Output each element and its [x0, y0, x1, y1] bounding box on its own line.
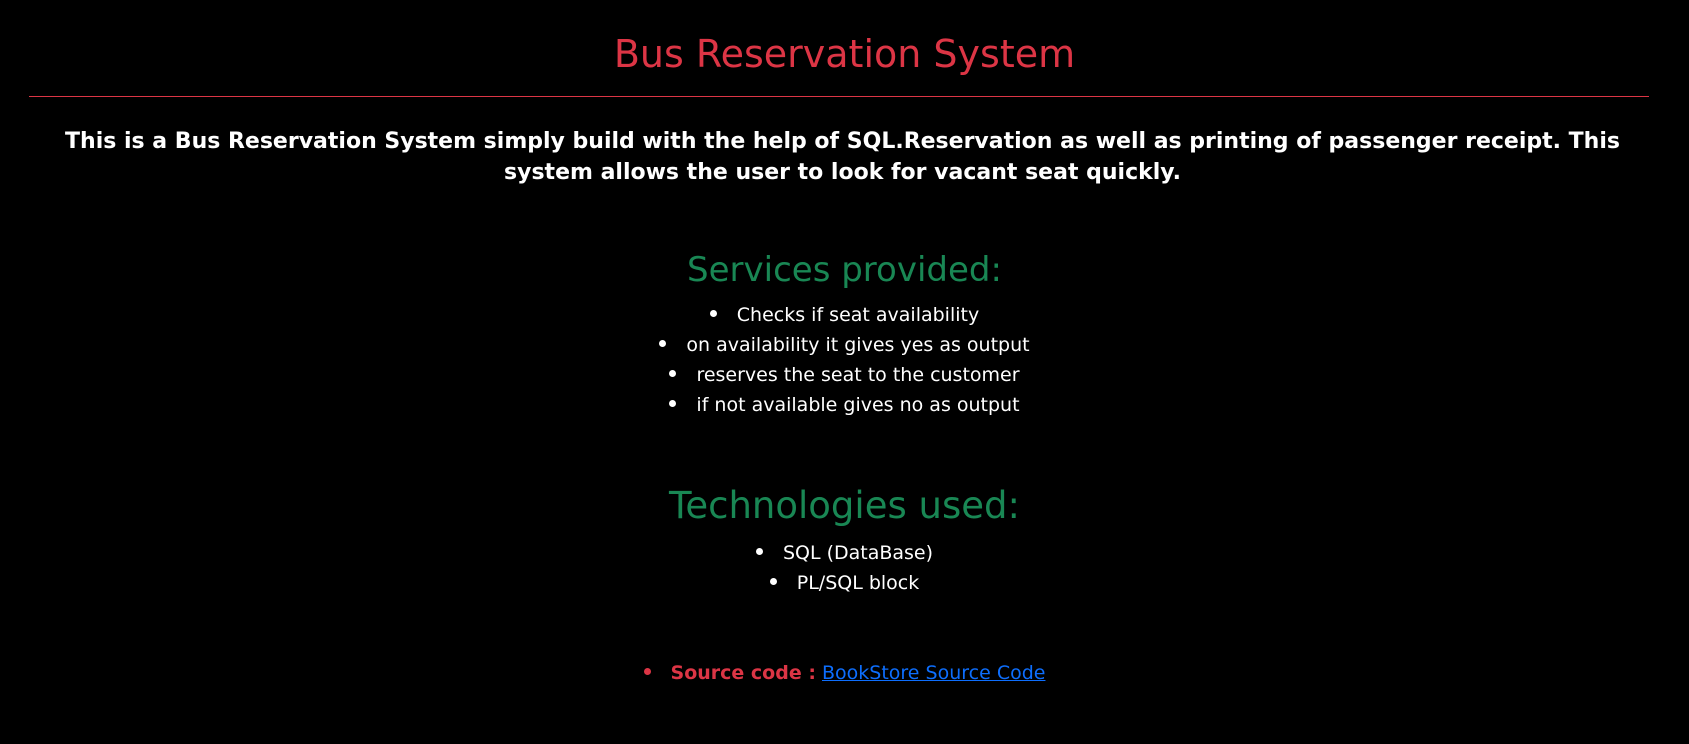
list-item-label: if not available gives no as output — [696, 394, 1020, 416]
source-code-link[interactable]: BookStore Source Code — [821, 662, 1046, 684]
list-item: on availability it gives yes as output — [0, 330, 1689, 360]
source-code-label: Source code : — [670, 662, 816, 684]
bullet-icon — [659, 340, 667, 347]
bullet-icon — [755, 548, 763, 555]
services-heading: Services provided: — [687, 250, 1002, 290]
bullet-icon — [769, 578, 777, 585]
intro-paragraph: This is a Bus Reservation System simply … — [65, 129, 1620, 185]
list-item: reserves the seat to the customer — [0, 360, 1689, 390]
page-title: Bus Reservation System — [613, 32, 1076, 76]
services-list: Checks if seat availability on availabil… — [0, 300, 1689, 420]
bullet-icon — [669, 370, 677, 377]
bullet-icon — [643, 668, 651, 675]
technologies-heading: Technologies used: — [669, 484, 1020, 527]
bullet-icon — [669, 400, 677, 407]
list-item: Checks if seat availability — [0, 300, 1689, 330]
bullet-icon — [709, 310, 717, 317]
technologies-list: SQL (DataBase) PL/SQL block — [0, 538, 1689, 598]
list-item: if not available gives no as output — [0, 390, 1689, 420]
list-item-label: Checks if seat availability — [736, 304, 980, 326]
list-item-label: on availability it gives yes as output — [686, 334, 1030, 356]
list-item-label: PL/SQL block — [796, 572, 920, 594]
list-item: PL/SQL block — [0, 568, 1689, 598]
title-divider — [29, 96, 1649, 97]
list-item-label: SQL (DataBase) — [782, 542, 934, 564]
list-item: SQL (DataBase) — [0, 538, 1689, 568]
source-code-item: Source code : BookStore Source Code — [0, 658, 1689, 688]
list-item-label: reserves the seat to the customer — [696, 364, 1020, 386]
